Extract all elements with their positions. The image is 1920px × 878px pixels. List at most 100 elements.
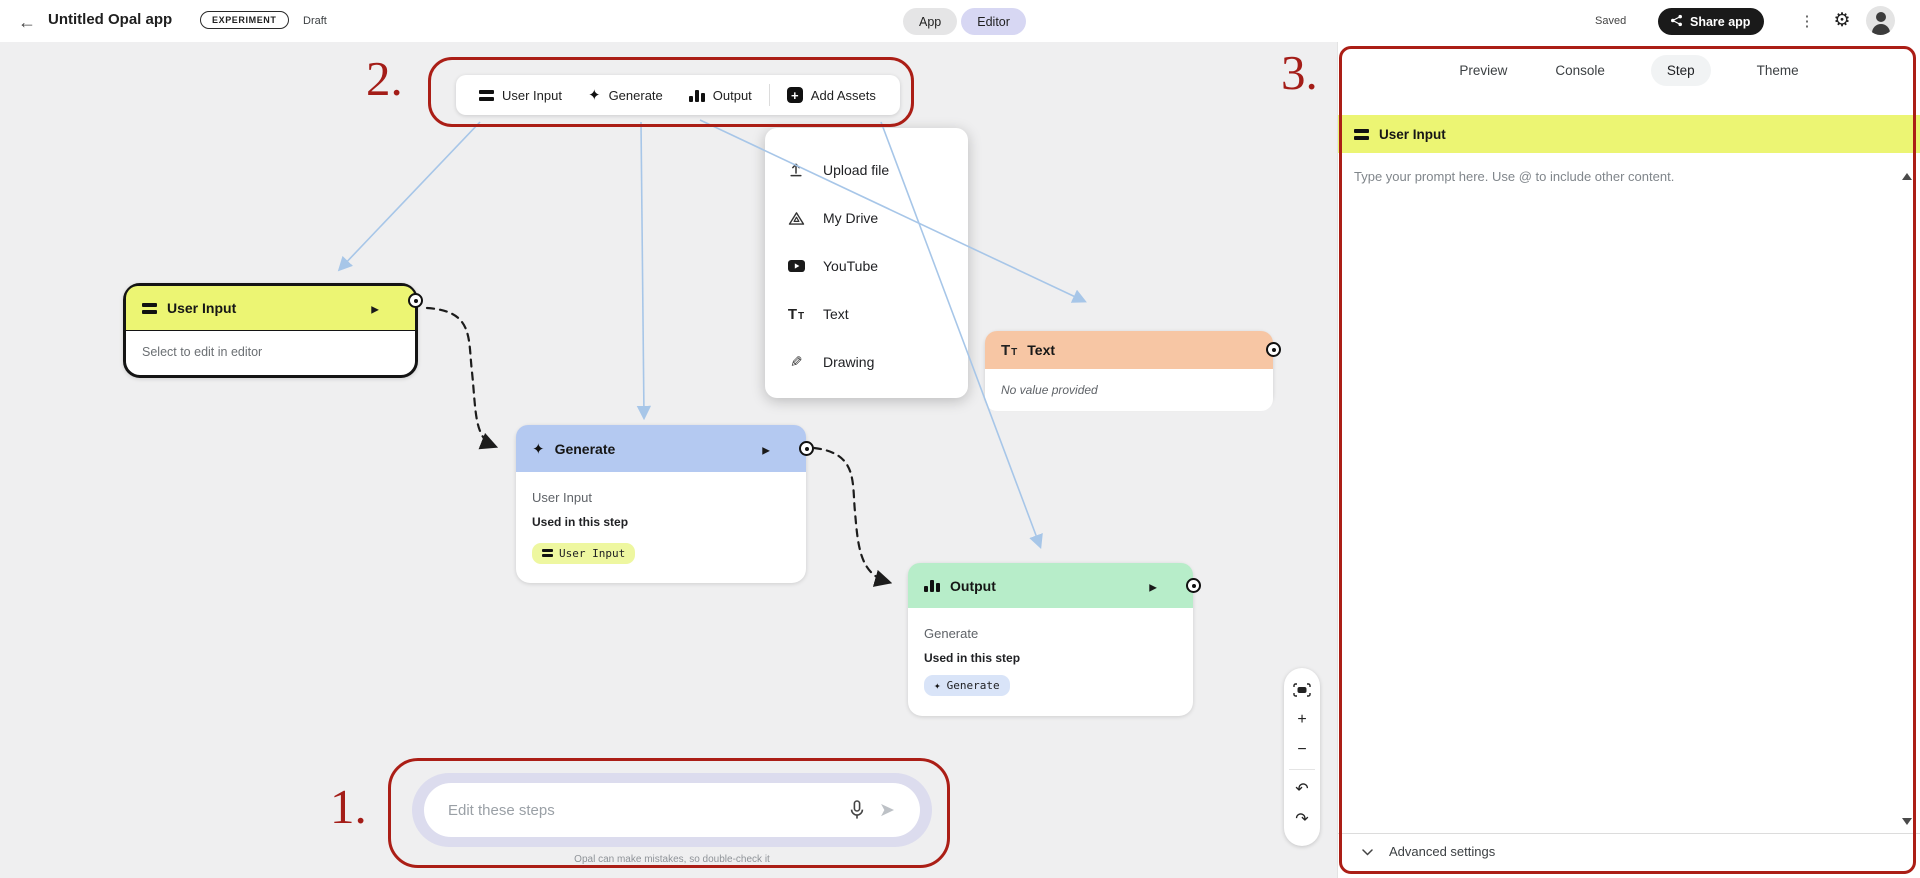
- more-options-icon[interactable]: [1796, 9, 1818, 33]
- node-hint-text: Select to edit in editor: [142, 345, 263, 359]
- menu-item-drawing[interactable]: Drawing: [765, 338, 968, 386]
- toolbar-generate-label: Generate: [608, 87, 663, 103]
- share-app-button[interactable]: Share app: [1658, 8, 1765, 35]
- microphone-icon[interactable]: [842, 795, 872, 825]
- prompt-input[interactable]: [1338, 153, 1908, 833]
- edit-steps-input[interactable]: [448, 801, 842, 819]
- step-header-bar: User Input: [1338, 115, 1920, 153]
- fit-to-screen-icon[interactable]: [1288, 676, 1316, 704]
- node-source-text: Generate: [924, 626, 979, 641]
- menu-item-youtube[interactable]: YouTube: [765, 242, 968, 290]
- output-port[interactable]: [1266, 342, 1281, 357]
- run-step-icon[interactable]: [371, 301, 379, 316]
- pencil-icon: [787, 353, 805, 371]
- menu-label: Upload file: [823, 162, 890, 178]
- draft-status: Draft: [303, 15, 327, 27]
- step-editor-panel: Preview Console Step Theme User Input Ad…: [1337, 42, 1920, 878]
- advanced-settings-toggle[interactable]: Advanced settings: [1362, 844, 1495, 859]
- disclaimer-text: Opal can make mistakes, so double-check …: [574, 854, 770, 865]
- rows-icon: [1354, 128, 1369, 140]
- node-generate-header[interactable]: Generate: [516, 425, 814, 472]
- bar-chart-icon: [924, 579, 940, 592]
- tab-console[interactable]: Console: [1553, 55, 1607, 86]
- sparkle-icon: [532, 440, 545, 458]
- toolbar-output-label: Output: [712, 87, 752, 103]
- avatar[interactable]: [1866, 6, 1895, 35]
- edit-steps-inner: [424, 783, 920, 837]
- node-generate-body: User Input Used in this step User Input: [516, 472, 806, 576]
- run-step-icon[interactable]: [762, 441, 770, 456]
- node-user-input-body: Select to edit in editor: [126, 331, 415, 373]
- toolbar-add-assets-label: Add Assets: [810, 87, 876, 103]
- toolbar-generate-button[interactable]: Generate: [575, 75, 676, 115]
- node-user-input-header[interactable]: User Input: [126, 286, 423, 331]
- canvas-controls: + −: [1284, 668, 1320, 846]
- app-toggle-button[interactable]: App: [903, 8, 958, 35]
- share-icon: [1670, 14, 1683, 30]
- rows-icon: [142, 302, 157, 314]
- chip-label: Generate: [946, 679, 1000, 692]
- node-output-header[interactable]: Output: [908, 563, 1201, 608]
- toolbar-add-assets-button[interactable]: Add Assets: [774, 75, 889, 115]
- node-output-body: Generate Used in this step Generate: [908, 608, 1193, 708]
- scroll-down-icon[interactable]: [1902, 818, 1912, 825]
- run-step-icon[interactable]: [1149, 578, 1157, 593]
- tab-theme[interactable]: Theme: [1755, 55, 1801, 86]
- node-generate[interactable]: Generate User Input Used in this step Us…: [516, 425, 814, 583]
- tab-preview[interactable]: Preview: [1457, 55, 1509, 86]
- output-port[interactable]: [1186, 578, 1201, 593]
- send-icon[interactable]: [872, 795, 902, 825]
- text-icon: [787, 306, 805, 323]
- sparkle-icon: [934, 679, 941, 692]
- node-user-input[interactable]: User Input Select to edit in editor: [123, 283, 423, 378]
- menu-item-upload-file[interactable]: Upload file: [765, 146, 968, 194]
- page-title: Untitled Opal app: [48, 11, 173, 28]
- bar-chart-icon: [688, 89, 705, 102]
- zoom-in-button[interactable]: +: [1288, 706, 1316, 734]
- gear-icon[interactable]: [1828, 6, 1856, 34]
- back-arrow-icon[interactable]: [14, 9, 40, 35]
- no-value-text: No value provided: [1001, 383, 1098, 397]
- tab-step[interactable]: Step: [1650, 54, 1711, 86]
- controls-divider: [1289, 769, 1315, 770]
- chip-user-input[interactable]: User Input: [532, 542, 636, 564]
- text-icon: [1001, 342, 1017, 359]
- scroll-up-icon[interactable]: [1902, 173, 1912, 180]
- menu-label: My Drive: [823, 210, 879, 226]
- mode-toggle: App Editor: [903, 8, 1026, 35]
- output-port[interactable]: [799, 441, 814, 456]
- zoom-out-button[interactable]: −: [1288, 736, 1316, 764]
- menu-label: Text: [823, 306, 849, 322]
- plus-square-icon: [786, 87, 803, 103]
- editor-toggle-button[interactable]: Editor: [961, 8, 1026, 35]
- toolbar-divider: [768, 84, 770, 106]
- chip-generate[interactable]: Generate: [924, 675, 1010, 696]
- experiment-badge: EXPERIMENT: [200, 11, 289, 29]
- menu-label: Drawing: [823, 354, 875, 370]
- toolbar-output-button[interactable]: Output: [676, 75, 765, 115]
- chevron-down-icon: [1362, 844, 1373, 859]
- node-text[interactable]: Text No value provided: [985, 331, 1281, 411]
- drive-icon: [787, 211, 805, 226]
- panel-divider: [1338, 833, 1920, 834]
- output-port[interactable]: [408, 293, 423, 308]
- workflow-canvas[interactable]: User Input Generate Output Add Assets: [0, 42, 1337, 878]
- node-title: User Input: [167, 300, 237, 316]
- edit-steps-bar: [412, 773, 932, 847]
- redo-icon[interactable]: [1288, 805, 1316, 833]
- sparkle-icon: [588, 86, 601, 104]
- toolbar-user-input-button[interactable]: User Input: [466, 75, 575, 115]
- node-output[interactable]: Output Generate Used in this step Genera…: [908, 563, 1201, 716]
- node-toolbar: User Input Generate Output Add Assets: [456, 75, 900, 115]
- step-header-title: User Input: [1379, 126, 1446, 142]
- share-button-label: Share app: [1690, 14, 1751, 29]
- menu-item-my-drive[interactable]: My Drive: [765, 194, 968, 242]
- menu-item-text[interactable]: Text: [765, 290, 968, 338]
- panel-tabs: Preview Console Step Theme: [1338, 42, 1920, 98]
- node-text-header[interactable]: Text: [985, 331, 1281, 369]
- undo-icon[interactable]: [1288, 775, 1316, 803]
- used-in-step-label: Used in this step: [532, 515, 629, 529]
- rows-icon: [542, 549, 553, 557]
- upload-icon: [787, 162, 805, 178]
